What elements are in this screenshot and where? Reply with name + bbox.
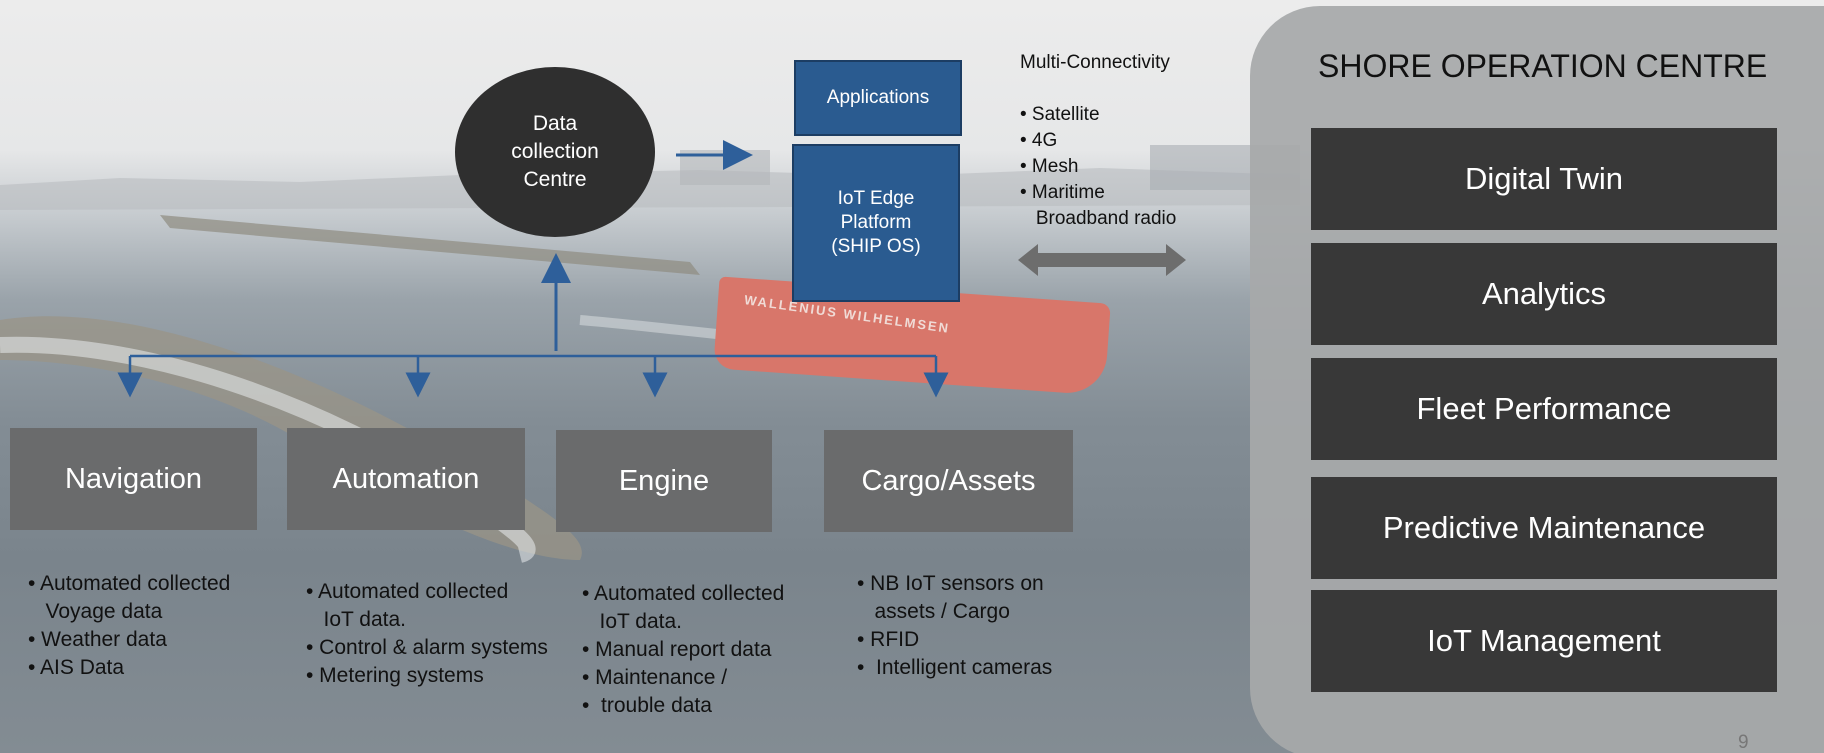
predictive-maintenance-box: Predictive Maintenance xyxy=(1311,477,1777,579)
connectivity-double-arrow xyxy=(1018,244,1186,276)
applications-box: Applications xyxy=(794,60,962,136)
bullet-item: • Control & alarm systems xyxy=(306,636,548,659)
engine-bullets: • Automated collected IoT data. • Manual… xyxy=(582,580,784,720)
automation-box: Automation xyxy=(287,428,525,530)
engine-label: Engine xyxy=(618,464,710,497)
cargo-assets-box: Cargo/Assets xyxy=(824,430,1073,532)
bullet-item: • NB IoT sensors on xyxy=(857,572,1044,595)
bullet-item: • Maintenance / xyxy=(582,666,728,689)
connectivity-item: • Satellite xyxy=(1020,104,1100,125)
multi-connectivity-title: Multi-Connectivity xyxy=(1020,52,1170,73)
cargo-assets-label: Cargo/Assets xyxy=(861,464,1036,497)
bullet-item: • Metering systems xyxy=(306,664,484,687)
connectivity-item: • Maritime xyxy=(1020,182,1105,203)
shore-operation-title: SHORE OPERATION CENTRE xyxy=(1318,48,1768,84)
navigation-label: Navigation xyxy=(64,462,203,495)
bullet-item: • Automated collected xyxy=(306,580,509,603)
bullet-item: Voyage data xyxy=(28,600,163,623)
automation-label: Automation xyxy=(332,462,480,495)
connectivity-item: • Mesh xyxy=(1020,156,1079,177)
cargo-bullets: • NB IoT sensors on assets / Cargo • RFI… xyxy=(857,570,1052,682)
bullet-item: IoT data. xyxy=(306,608,407,631)
connectivity-item: • 4G xyxy=(1020,130,1058,151)
connectivity-list: • Satellite • 4G • Mesh • Maritime Broad… xyxy=(1020,102,1176,232)
bullet-item: • AIS Data xyxy=(28,656,125,679)
iot-edge-platform-box: IoT Edge Platform (SHIP OS) xyxy=(792,144,960,302)
data-collection-line1: Data xyxy=(532,112,578,135)
bullet-item: • Intelligent cameras xyxy=(857,656,1053,679)
fleet-performance-label: Fleet Performance xyxy=(1416,391,1672,426)
iot-management-label: IoT Management xyxy=(1427,623,1661,658)
bullet-item: • Automated collected xyxy=(582,582,785,605)
fleet-performance-box: Fleet Performance xyxy=(1311,358,1777,460)
data-collection-line2: collection xyxy=(511,140,599,163)
data-collection-line3: Centre xyxy=(523,168,587,191)
bullet-item: • Automated collected xyxy=(28,572,231,595)
analytics-box: Analytics xyxy=(1311,243,1777,345)
data-collection-centre: Data collection Centre xyxy=(455,67,655,237)
engine-box: Engine xyxy=(556,430,772,532)
navigation-box: Navigation xyxy=(10,428,257,530)
digital-twin-box: Digital Twin xyxy=(1311,128,1777,230)
connectivity-item: Broadband radio xyxy=(1020,208,1177,229)
edge-platform-line2: Platform xyxy=(840,212,912,233)
edge-platform-line3: (SHIP OS) xyxy=(831,236,921,257)
applications-label: Applications xyxy=(826,87,930,108)
bullet-item: • Weather data xyxy=(28,628,167,651)
digital-twin-label: Digital Twin xyxy=(1465,161,1623,196)
edge-platform-line1: IoT Edge xyxy=(837,188,915,209)
analytics-label: Analytics xyxy=(1481,276,1607,311)
bullet-item: IoT data. xyxy=(582,610,683,633)
navigation-bullets: • Automated collected Voyage data • Weat… xyxy=(28,570,230,682)
bullet-item: • Manual report data xyxy=(582,638,772,661)
bullet-item: • trouble data xyxy=(582,694,712,717)
bullet-item: • RFID xyxy=(857,628,920,651)
predictive-maintenance-label: Predictive Maintenance xyxy=(1382,510,1706,545)
bullet-item: assets / Cargo xyxy=(857,600,1010,623)
iot-management-box: IoT Management xyxy=(1311,590,1777,692)
page-number: 9 xyxy=(1738,732,1749,753)
automation-bullets: • Automated collected IoT data. • Contro… xyxy=(306,578,548,690)
